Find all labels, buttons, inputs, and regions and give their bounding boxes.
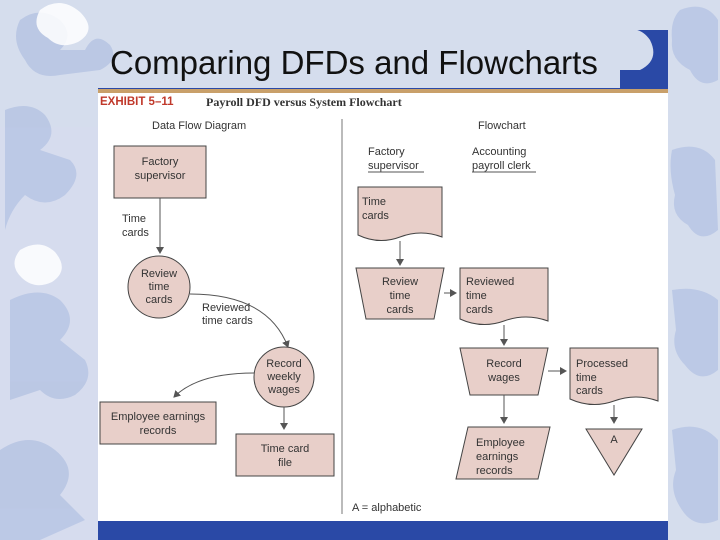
svg-text:Time card: Time card xyxy=(261,443,310,455)
exhibit-rule xyxy=(98,89,668,93)
svg-text:Review: Review xyxy=(141,268,177,280)
fc-col-supervisor-2: supervisor xyxy=(368,160,419,172)
svg-text:Time: Time xyxy=(362,196,386,208)
slide-title: Comparing DFDs and Flowcharts xyxy=(110,44,598,81)
svg-text:file: file xyxy=(278,457,292,469)
fc-io-employee-earnings: Employee earnings records xyxy=(455,426,551,480)
svg-text:Review: Review xyxy=(382,276,418,288)
svg-text:cards: cards xyxy=(387,304,414,316)
fc-col-clerk-1: Accounting xyxy=(472,146,526,158)
svg-text:records: records xyxy=(140,425,177,437)
dfd-store-employee-earnings: Employee earnings records xyxy=(99,401,217,445)
svg-text:time: time xyxy=(576,372,597,384)
dfd-store-timecard-file: Time card file xyxy=(235,433,335,477)
dfd-heading: Data Flow Diagram xyxy=(152,120,246,132)
svg-text:cards: cards xyxy=(576,385,603,397)
flowchart-heading: Flowchart xyxy=(478,120,526,132)
svg-text:Employee earnings: Employee earnings xyxy=(111,411,206,423)
svg-text:supervisor: supervisor xyxy=(135,170,186,182)
svg-text:records: records xyxy=(476,465,513,477)
svg-text:wages: wages xyxy=(267,384,300,396)
dfd-vs-flowchart-diagram: EXHIBIT 5–11 Payroll DFD versus System F… xyxy=(99,95,659,514)
dfd-flow-time-cards-2: cards xyxy=(122,227,149,239)
fc-offline-file-triangle: A xyxy=(585,428,643,476)
svg-text:time: time xyxy=(466,290,487,302)
svg-text:Factory: Factory xyxy=(142,156,179,168)
fc-col-supervisor-1: Factory xyxy=(368,146,405,158)
exhibit-label: EXHIBIT 5–11 xyxy=(100,96,174,108)
dfd-flow-time-cards-1: Time xyxy=(122,213,146,225)
svg-text:Employee: Employee xyxy=(476,437,525,449)
dfd-arrow-reviewed xyxy=(189,293,290,348)
fc-legend: A = alphabetic xyxy=(352,502,422,514)
fc-document-reviewed-time-cards: Reviewed time cards xyxy=(459,267,549,325)
svg-text:earnings: earnings xyxy=(476,451,519,463)
exhibit-caption: Payroll DFD versus System Flowchart xyxy=(206,95,402,109)
fc-manual-review-time-cards: Review time cards xyxy=(355,267,445,320)
fc-manual-record-wages: Record wages xyxy=(459,347,549,396)
svg-text:cards: cards xyxy=(146,294,173,306)
svg-text:Record: Record xyxy=(486,358,521,370)
fc-col-clerk-2: payroll clerk xyxy=(472,160,531,172)
fc-document-time-cards: Time cards xyxy=(357,186,443,241)
svg-text:cards: cards xyxy=(362,210,389,222)
dfd-arrow-earnings xyxy=(173,372,255,398)
svg-text:Record: Record xyxy=(266,358,301,370)
svg-text:time: time xyxy=(149,281,170,293)
fc-document-processed-time-cards: Processed time cards xyxy=(569,347,659,405)
dfd-flow-reviewed-1: Reviewed xyxy=(202,302,250,314)
svg-text:Processed: Processed xyxy=(576,358,628,370)
svg-text:time: time xyxy=(390,290,411,302)
svg-text:cards: cards xyxy=(466,304,493,316)
dfd-flow-reviewed-2: time cards xyxy=(202,315,253,327)
dfd-process-record-wages: Record weekly wages xyxy=(253,346,315,408)
svg-text:wages: wages xyxy=(487,372,520,384)
svg-text:Reviewed: Reviewed xyxy=(466,276,514,288)
svg-text:weekly: weekly xyxy=(266,371,301,383)
svg-text:A: A xyxy=(610,434,618,446)
dfd-process-review-time-cards: Review time cards xyxy=(127,255,191,319)
dfd-entity-factory-supervisor: Factory supervisor xyxy=(113,145,207,199)
